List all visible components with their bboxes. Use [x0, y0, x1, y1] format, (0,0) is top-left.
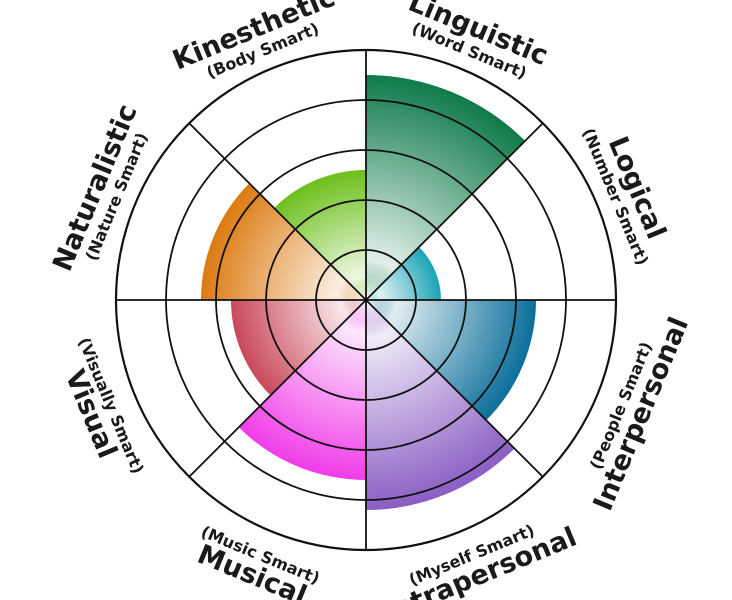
grid-spoke-8	[188, 122, 367, 301]
grid-spoke-4	[365, 299, 544, 478]
wedge-interpersonal	[366, 300, 536, 421]
wedge-musical	[238, 300, 366, 480]
grid-layer	[114, 48, 618, 552]
grid-spoke-2	[365, 122, 544, 301]
wedge-intrapersonal	[366, 300, 515, 510]
grid-spoke-6	[188, 299, 367, 478]
wedge-logical	[366, 246, 441, 300]
wedge-visual	[231, 300, 366, 396]
wedge-linguistic	[366, 75, 526, 300]
